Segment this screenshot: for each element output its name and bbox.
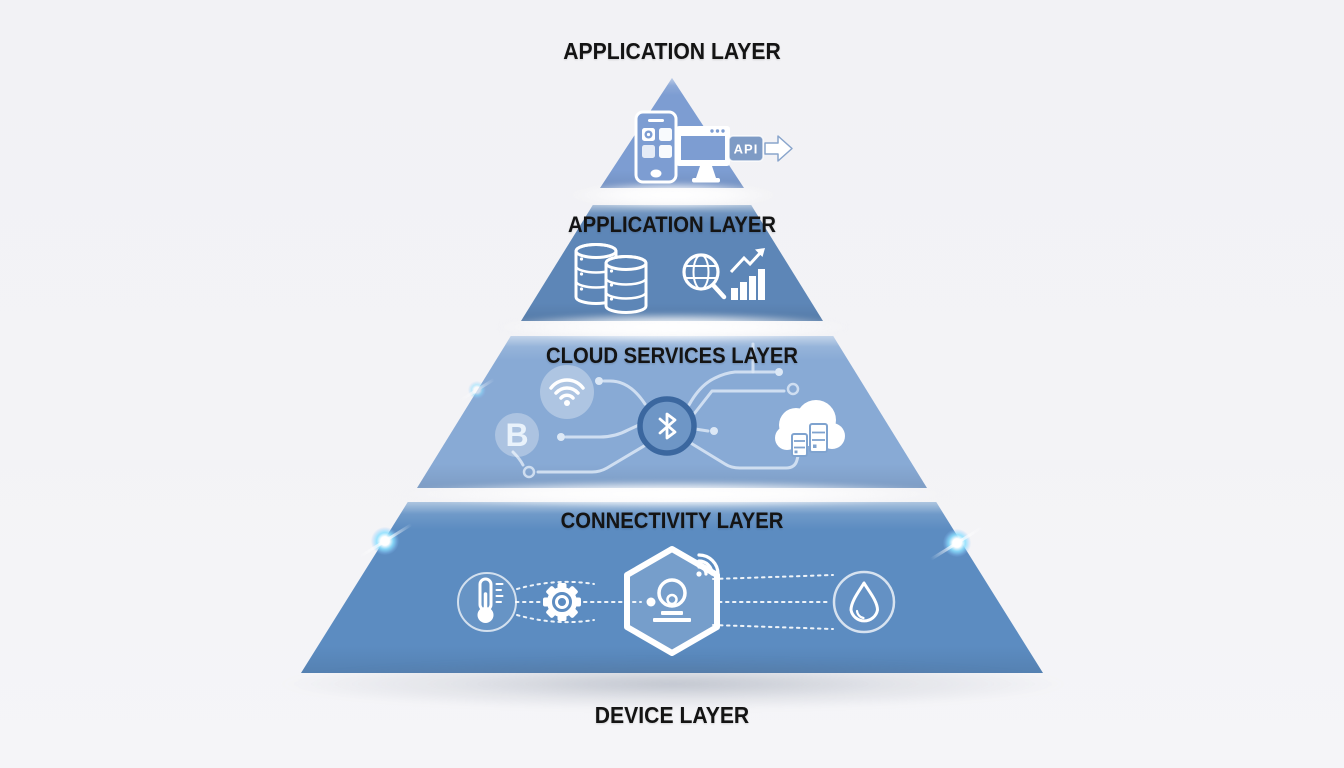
tier-apex-application [600,78,744,188]
api-chip: API [728,135,764,162]
application-layer-top-label: APPLICATION LAYER [563,38,781,64]
connectivity-layer-label: CONNECTIVITY LAYER [560,508,784,533]
device-layer-label: DEVICE LAYER [594,702,750,728]
pyramid-base-shadow [278,658,1068,710]
cloud-services-layer-label: CLOUD SERVICES LAYER [546,343,798,368]
tier-bevel [600,78,744,188]
api-chip-text: API [734,142,759,157]
arrow-right-icon [764,135,793,162]
application-layer-label: APPLICATION LAYER [567,212,777,237]
